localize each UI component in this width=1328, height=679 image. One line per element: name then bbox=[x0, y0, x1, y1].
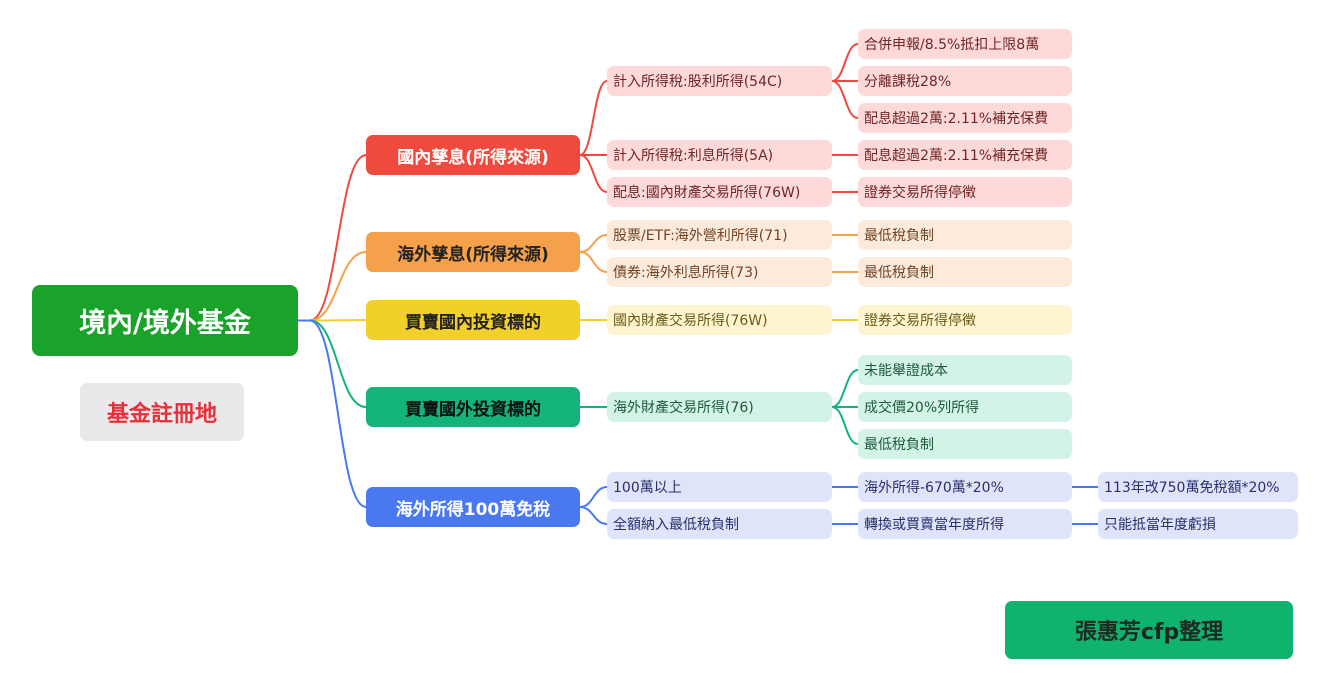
author-credit: 張惠芳cfp整理 bbox=[1005, 601, 1293, 659]
leaf-node[interactable]: 最低稅負制 bbox=[858, 257, 1072, 287]
leaf-node[interactable]: 配息超過2萬:2.11%補充保費 bbox=[858, 140, 1072, 170]
leaf-node[interactable]: 海外所得-670萬*20% bbox=[858, 472, 1072, 502]
connector-root-b4 bbox=[298, 319, 367, 508]
leaf-node[interactable]: 只能抵當年度虧損 bbox=[1098, 509, 1298, 539]
root-node[interactable]: 境內/境外基金 bbox=[32, 285, 298, 356]
connector-root-b3 bbox=[298, 319, 367, 408]
connector-b0-c02 bbox=[579, 154, 608, 193]
subnode[interactable]: 債券:海外利息所得(73) bbox=[607, 257, 832, 287]
branch-overseas-exemption[interactable]: 海外所得100萬免稅 bbox=[366, 487, 580, 527]
subnode[interactable]: 100萬以上 bbox=[607, 472, 832, 502]
connector-root-b1 bbox=[298, 251, 367, 322]
connector-b4-c41 bbox=[579, 506, 608, 525]
leaf-node[interactable]: 轉換或買賣當年度所得 bbox=[858, 509, 1072, 539]
leaf-node[interactable]: 證券交易所得停徵 bbox=[858, 305, 1072, 335]
connector-b1-c11 bbox=[579, 251, 608, 273]
subnode[interactable]: 股票/ETF:海外營利所得(71) bbox=[607, 220, 832, 250]
leaf-node[interactable]: 最低稅負制 bbox=[858, 429, 1072, 459]
leaf-node[interactable]: 未能舉證成本 bbox=[858, 355, 1072, 385]
leaf-node[interactable]: 成交價20%列所得 bbox=[858, 392, 1072, 422]
subnode[interactable]: 計入所得稅:股利所得(54C) bbox=[607, 66, 832, 96]
branch-domestic-income[interactable]: 國內孳息(所得來源) bbox=[366, 135, 580, 175]
leaf-node[interactable]: 113年改750萬免稅額*20% bbox=[1098, 472, 1298, 502]
leaf-node[interactable]: 證券交易所得停徵 bbox=[858, 177, 1072, 207]
subnode[interactable]: 全額納入最低稅負制 bbox=[607, 509, 832, 539]
connector-root-b0 bbox=[298, 154, 367, 322]
branch-overseas-income[interactable]: 海外孳息(所得來源) bbox=[366, 232, 580, 272]
fund-registration-node[interactable]: 基金註冊地 bbox=[80, 383, 244, 441]
subnode[interactable]: 國內財產交易所得(76W) bbox=[607, 305, 832, 335]
leaf-node[interactable]: 配息超過2萬:2.11%補充保費 bbox=[858, 103, 1072, 133]
connector-b1-c10 bbox=[579, 234, 608, 253]
connector-c30-d302 bbox=[831, 406, 859, 445]
leaf-node[interactable]: 分離課稅28% bbox=[858, 66, 1072, 96]
leaf-node[interactable]: 最低稅負制 bbox=[858, 220, 1072, 250]
connector-c00-d002 bbox=[831, 80, 859, 119]
subnode[interactable]: 配息:國內財產交易所得(76W) bbox=[607, 177, 832, 207]
connector-b0-c00 bbox=[579, 80, 608, 156]
connector-b4-c40 bbox=[579, 486, 608, 508]
branch-overseas-trading[interactable]: 買賣國外投資標的 bbox=[366, 387, 580, 427]
branch-domestic-trading[interactable]: 買賣國內投資標的 bbox=[366, 300, 580, 340]
connector-c30-d300 bbox=[831, 369, 859, 408]
connector-c00-d000 bbox=[831, 43, 859, 82]
subnode[interactable]: 計入所得稅:利息所得(5A) bbox=[607, 140, 832, 170]
subnode[interactable]: 海外財產交易所得(76) bbox=[607, 392, 832, 422]
leaf-node[interactable]: 合併申報/8.5%抵扣上限8萬 bbox=[858, 29, 1072, 59]
